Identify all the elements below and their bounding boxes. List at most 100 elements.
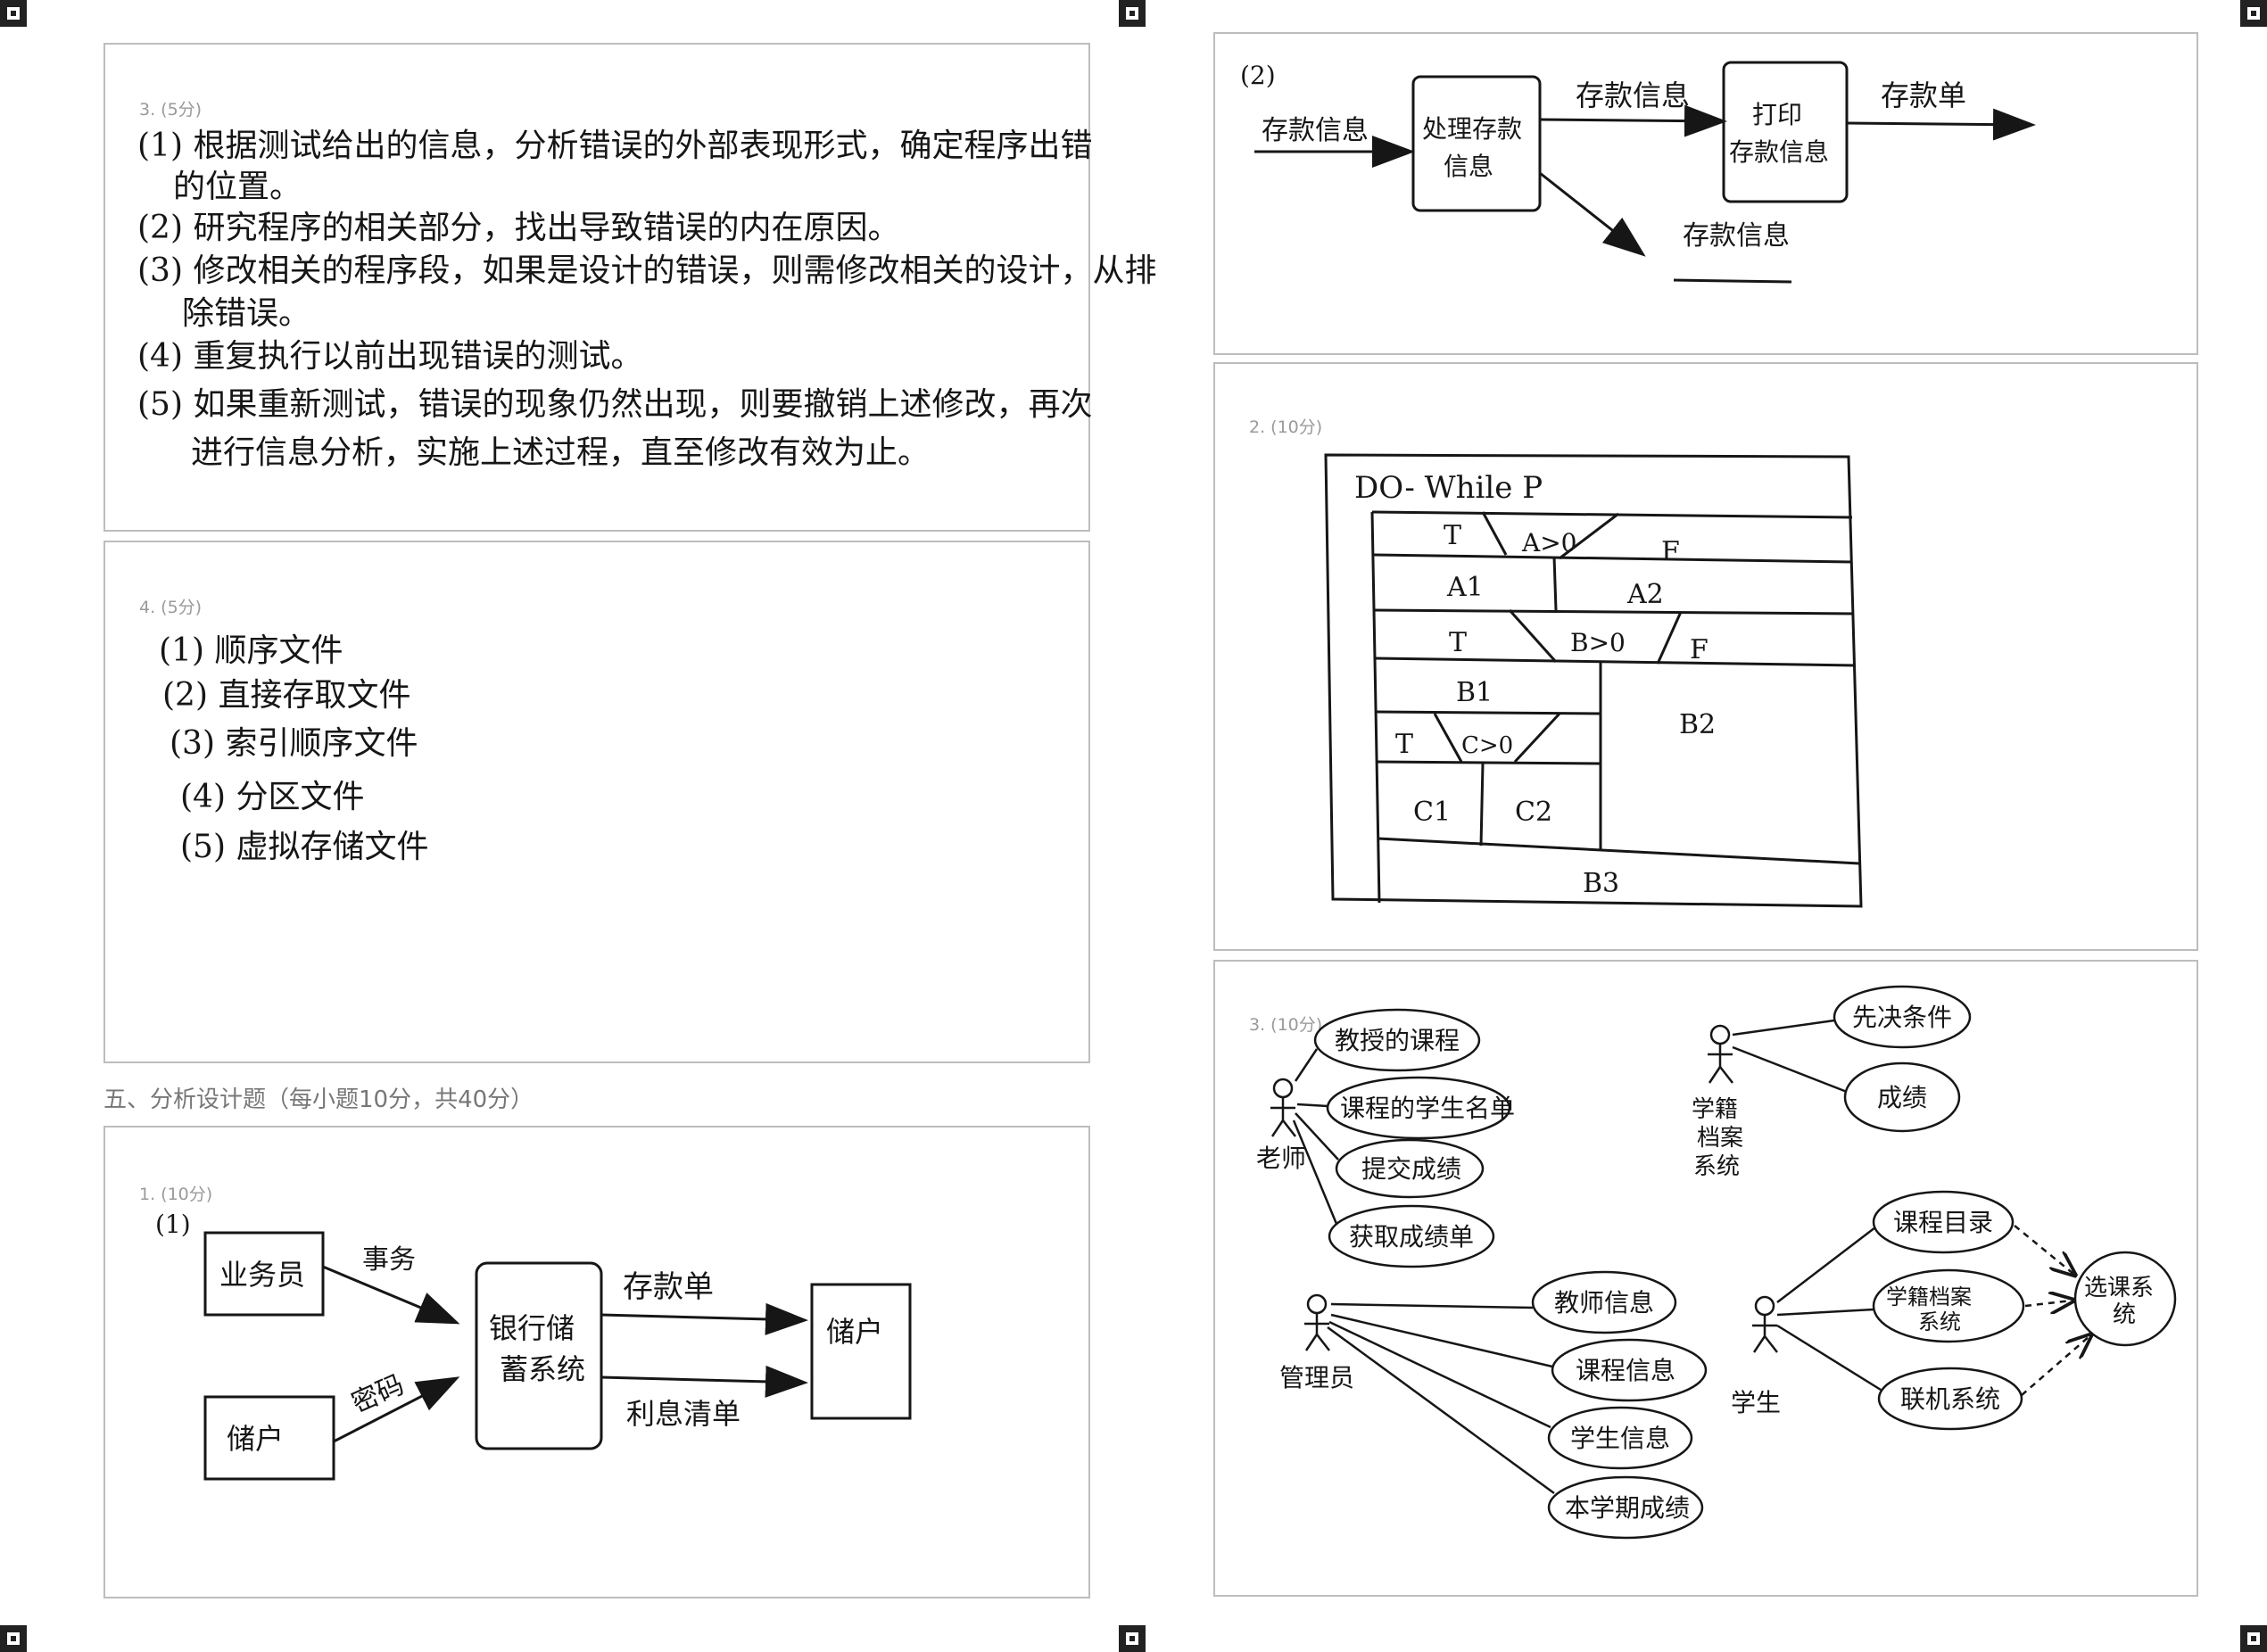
- node-system: 银行储 蓄系统: [489, 1311, 585, 1386]
- answer-line-5: 除错误。: [182, 295, 311, 332]
- uc-student-2-line-2: 系统: [1918, 1309, 1961, 1334]
- answer-box-q3: 3. (5分) (1) 根据测试给出的信息，分析错误的外部表现形式，确定程序出错…: [103, 43, 1156, 532]
- assoc-student-1: [1776, 1227, 1876, 1303]
- registration-mark-top-right: [2240, 0, 2267, 27]
- ns-row-b1-bottom: [1375, 710, 1601, 715]
- answer-line-1: (1) 根据测试给出的信息，分析错误的外部表现形式，确定程序出错: [137, 128, 1093, 164]
- assoc-student-2: [1776, 1308, 1874, 1317]
- context-diagram: (1) 业务员 储户 银行储 蓄系统 储户 事务 密码 存款单 利息清单: [155, 1210, 912, 1481]
- dep-1: [2014, 1225, 2073, 1274]
- answer-line-6: (4) 重复执行以前出现错误的测试。: [137, 338, 643, 375]
- ns-a2: A2: [1626, 579, 1664, 610]
- answer-line-4: (4) 分区文件: [180, 779, 365, 815]
- uc-student-3: [1877, 1367, 2023, 1431]
- registration-mark-bottom-right: [2240, 1625, 2267, 1652]
- ns-b3: B3: [1583, 868, 1619, 899]
- uc-admin-4-label: 本学期成绩: [1565, 1493, 1690, 1523]
- actor-student-figure: [1752, 1295, 1778, 1353]
- node-system-box: [475, 1261, 603, 1450]
- dep-2: [2024, 1301, 2072, 1306]
- answer-line-2: 的位置。: [173, 169, 302, 205]
- registration-mark-top-left: [0, 0, 27, 27]
- uc-student-3-label: 联机系统: [1900, 1384, 2000, 1414]
- uc-admin-3-label: 学生信息: [1570, 1424, 1670, 1453]
- uc-target-label: 选课系 统: [2084, 1275, 2161, 1328]
- answer-box-q2: 2. (10分) DO- While P T A>0 F A1 A2: [1213, 362, 2198, 951]
- ns-b1: B1: [1456, 677, 1493, 708]
- flow-password-arrow: [333, 1376, 460, 1443]
- ns-a1: A1: [1446, 572, 1484, 603]
- actor-registry: 学籍 档案 系统: [1692, 1096, 1750, 1180]
- node-clerk: 业务员: [219, 1258, 305, 1292]
- ns-row-c-divider: [1479, 763, 1485, 847]
- question-label: 2. (10分): [1249, 417, 1323, 437]
- ns-b2: B2: [1679, 709, 1716, 740]
- node-depositor-out-box: [810, 1283, 912, 1420]
- sub-label: (2): [1240, 61, 1276, 90]
- assoc-admin-1: [1330, 1302, 1534, 1309]
- uc-admin-2: [1551, 1338, 1708, 1402]
- node-depositor-out: 储户: [826, 1315, 883, 1349]
- question-label: 1. (10分): [139, 1185, 213, 1204]
- ns-cond-b-right: [1656, 611, 1683, 665]
- dfd-diagram: (2) 存款信息 处理存款 信息 存款信息 打印 存款信息 存款单 存款信息: [1240, 61, 2036, 284]
- ns-row-c-bottom: [1375, 760, 1601, 765]
- answer-line-3: (3) 索引顺序文件: [170, 725, 418, 762]
- actor-registry-figure: [1708, 1024, 1733, 1084]
- uc-admin-4: [1547, 1475, 1704, 1540]
- uc-teacher-1: [1313, 1008, 1481, 1072]
- uc-admin-2-label: 课程信息: [1576, 1356, 1675, 1385]
- data-store-line: [1673, 278, 1792, 284]
- ns-c2: C2: [1515, 797, 1552, 828]
- uc-teacher-2: [1326, 1076, 1511, 1140]
- ns-cond-a-left: [1481, 511, 1508, 556]
- ns-row-a-divider: [1552, 556, 1558, 611]
- uc-student-2-line-1: 学籍档案: [1886, 1284, 1972, 1309]
- uc-registry-1: [1833, 985, 1972, 1049]
- actor-student: 学生: [1731, 1388, 1781, 1417]
- answer-line-7: (5) 如果重新测试，错误的现象仍然出现，则要撤销上述修改，再次: [137, 386, 1093, 423]
- answer-line-1: (1) 顺序文件: [159, 632, 343, 669]
- uc-admin-1: [1531, 1270, 1677, 1334]
- uc-teacher-3: [1335, 1138, 1485, 1199]
- answer-box-q4: 4. (5分) (1) 顺序文件 (2) 直接存取文件 (3) 索引顺序文件 (…: [103, 541, 1090, 1063]
- flow-store: 存款信息: [1683, 220, 1790, 252]
- answer-line-5: (5) 虚拟存储文件: [180, 829, 429, 865]
- ns-t-c: T: [1395, 729, 1413, 760]
- question-label: 4. (5分): [139, 598, 203, 617]
- registration-mark-bottom-center: [1119, 1625, 1146, 1652]
- ns-f-a: F: [1661, 536, 1680, 567]
- sub-label: (1): [155, 1210, 191, 1239]
- answer-line-3: (2) 研究程序的相关部分，找出导致错误的内在原因。: [137, 210, 900, 246]
- assoc-admin-4: [1327, 1326, 1555, 1495]
- ns-cond-c-left: [1433, 713, 1463, 763]
- uc-student-2-label: 学籍档案 系统: [1886, 1284, 1979, 1334]
- uc-student-1: [1872, 1190, 2015, 1254]
- node-system-line-1: 银行储: [489, 1311, 575, 1345]
- uc-registry-2: [1843, 1061, 1961, 1133]
- uc-teacher-2-label: 课程的学生名单: [1340, 1094, 1515, 1123]
- flow-mid: 存款信息: [1576, 78, 1690, 112]
- flow-transaction: 事务: [362, 1244, 416, 1276]
- ns-cond-b-left: [1508, 608, 1558, 664]
- assoc-teacher-3: [1295, 1112, 1339, 1161]
- ns-cond-c: C>0: [1461, 732, 1513, 759]
- uc-teacher-1-label: 教授的课程: [1335, 1026, 1460, 1055]
- actor-teacher-figure: [1270, 1078, 1296, 1137]
- assoc-registry-1: [1732, 1019, 1835, 1037]
- process-2-line-1: 打印: [1752, 100, 1802, 129]
- assoc-admin-3: [1328, 1320, 1551, 1429]
- assoc-teacher-4: [1292, 1119, 1338, 1225]
- ns-row-b-mid: [1375, 657, 1857, 667]
- process-2-line-2: 存款信息: [1729, 137, 1829, 167]
- assoc-teacher-2: [1296, 1103, 1328, 1108]
- ns-cond-b: B>0: [1570, 628, 1626, 657]
- ns-chart: DO- While P T A>0 F A1 A2 T B>0 F B1 B2 …: [1324, 453, 1863, 908]
- ns-t-a: T: [1444, 520, 1461, 551]
- flow-interest-list-arrow: [600, 1365, 808, 1398]
- answer-box-q1: 1. (10分) (1) 业务员 储户 银行储 蓄系统 储户 事务 密码 存款单…: [103, 1126, 1090, 1598]
- answer-box-q1-part2: (2) 存款信息 处理存款 信息 存款信息 打印 存款信息 存款单 存款信息: [1213, 32, 2198, 355]
- node-system-line-2: 蓄系统: [500, 1352, 585, 1386]
- ns-loop-label: DO- While P: [1354, 470, 1543, 506]
- node-clerk-box: [203, 1231, 325, 1317]
